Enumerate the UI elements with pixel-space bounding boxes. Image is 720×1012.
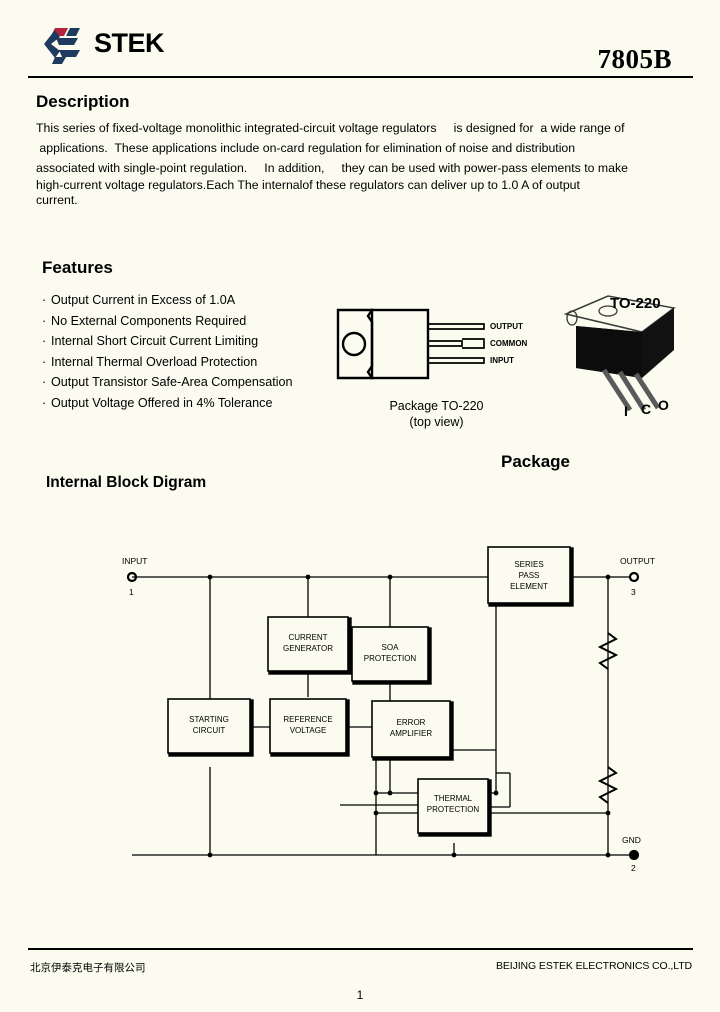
feature-text: Output Voltage Offered in 4% Tolerance <box>51 395 273 410</box>
pin-name-gnd: GND <box>622 835 641 845</box>
block-series-pass-element: SERIES PASS ELEMENT <box>487 546 574 607</box>
description-line: applications. These applications include… <box>36 141 576 155</box>
block-label: ERROR <box>397 718 426 727</box>
page-header: STEK 7805B <box>0 0 720 78</box>
block-label: ELEMENT <box>510 582 548 591</box>
to220-package-photo: TO-220 I C O <box>563 295 676 416</box>
pin-label-input: INPUT <box>490 356 514 365</box>
pin-name-input: INPUT <box>122 556 148 566</box>
pin-input: INPUT 1 <box>122 556 148 597</box>
feature-text: Output Current in Excess of 1.0A <box>51 293 236 307</box>
block-label: GENERATOR <box>283 644 333 653</box>
block-label: REFERENCE <box>283 715 332 724</box>
block-label: PROTECTION <box>427 805 480 814</box>
package-heading: Package <box>501 452 570 471</box>
feature-list-item: · Internal Short Circuit Current Limiting <box>42 331 342 352</box>
description-heading: Description <box>36 92 130 111</box>
to220-outline-drawing: OUTPUT COMMON INPUT <box>336 308 528 380</box>
block-label: SOA <box>382 643 400 652</box>
block-label: VOLTAGE <box>290 726 327 735</box>
pin-gnd: GND 2 <box>608 835 641 873</box>
feature-text: Internal Short Circuit Current Limiting <box>51 334 259 349</box>
pin-label-common: COMMON <box>490 339 528 348</box>
description-line: associated with single-point regulation.… <box>36 161 628 175</box>
feature-list-item: · Internal Thermal Overload Protection <box>42 352 342 373</box>
internal-block-diagram: SERIES PASS ELEMENT CURRENT GENERATOR SO… <box>122 546 655 873</box>
footer-divider <box>28 948 693 950</box>
pin-number-input: 1 <box>129 587 134 597</box>
footer-company-en: BEIJING ESTEK ELECTRONICS CO.,LTD <box>495 960 692 972</box>
package-photo-label: TO-220 <box>610 295 661 312</box>
footer-company-cn: 北京伊泰克电子有限公司 <box>30 962 146 974</box>
pin-marker-o: O <box>658 397 669 413</box>
description-line: high-current voltage regulators.Each The… <box>36 178 580 192</box>
feature-list-item: · No External Components Required <box>42 311 342 332</box>
pin-marker-c: C <box>641 401 651 416</box>
block-current-generator: CURRENT GENERATOR <box>267 616 352 675</box>
bullet-icon: · <box>42 334 47 349</box>
block-reference-voltage: REFERENCE VOLTAGE <box>269 698 350 757</box>
pin-number-gnd: 2 <box>631 863 636 873</box>
block-label: AMPLIFIER <box>390 729 432 738</box>
feature-list-item: · Output Transistor Safe-Area Compensatio… <box>42 372 342 393</box>
features-section: Features · Output Current in Excess of 1.… <box>42 258 342 414</box>
package-caption-line1: Package TO-220 <box>389 399 484 413</box>
block-label: THERMAL <box>434 794 473 803</box>
block-thermal-protection: THERMAL PROTECTION <box>417 778 492 837</box>
part-number: 7805B <box>597 44 672 74</box>
header-divider <box>28 76 693 78</box>
page-number: 1 <box>356 988 364 1002</box>
description-line: current. <box>36 193 78 207</box>
pin-number-output: 3 <box>631 587 636 597</box>
block-label: CIRCUIT <box>193 726 226 735</box>
estek-e-logo-icon <box>44 28 80 64</box>
bullet-icon: · <box>42 313 47 328</box>
bullet-icon: · <box>42 293 47 307</box>
feature-list-item: · Output Voltage Offered in 4% Tolerance <box>42 393 342 414</box>
bullet-icon: · <box>42 354 47 369</box>
company-logo: STEK <box>42 22 272 66</box>
package-outline-caption: Package TO-220 (top view) <box>334 398 539 430</box>
block-label: PROTECTION <box>364 654 417 663</box>
bullet-icon: · <box>42 395 47 410</box>
pin-label-output: OUTPUT <box>490 322 523 331</box>
description-section: Description This series of fixed-voltage… <box>36 92 702 208</box>
block-label: PASS <box>519 571 540 580</box>
package-caption-line2: (top view) <box>409 415 464 429</box>
features-heading: Features <box>42 258 113 277</box>
block-diagram-heading: Internal Block Digram <box>46 474 207 491</box>
pin-output: OUTPUT 3 <box>608 556 655 597</box>
feature-text: Internal Thermal Overload Protection <box>51 354 258 369</box>
block-error-amplifier: ERROR AMPLIFIER <box>371 700 454 761</box>
feature-text: Output Transistor Safe-Area Compensation <box>51 375 293 390</box>
feature-text: No External Components Required <box>51 313 247 328</box>
block-soa-protection: SOA PROTECTION <box>351 626 432 685</box>
pin-marker-i: I <box>624 403 628 416</box>
feature-list-item: · Output Current in Excess of 1.0A <box>42 290 342 311</box>
bullet-icon: · <box>42 375 47 390</box>
block-label: SERIES <box>514 560 543 569</box>
pin-name-output: OUTPUT <box>620 556 655 566</box>
block-label: STARTING <box>189 715 229 724</box>
description-line: This series of fixed-voltage monolithic … <box>36 121 625 135</box>
block-starting-circuit: STARTING CIRCUIT <box>167 698 254 757</box>
company-name-text: STEK <box>94 28 165 58</box>
block-label: CURRENT <box>288 633 327 642</box>
